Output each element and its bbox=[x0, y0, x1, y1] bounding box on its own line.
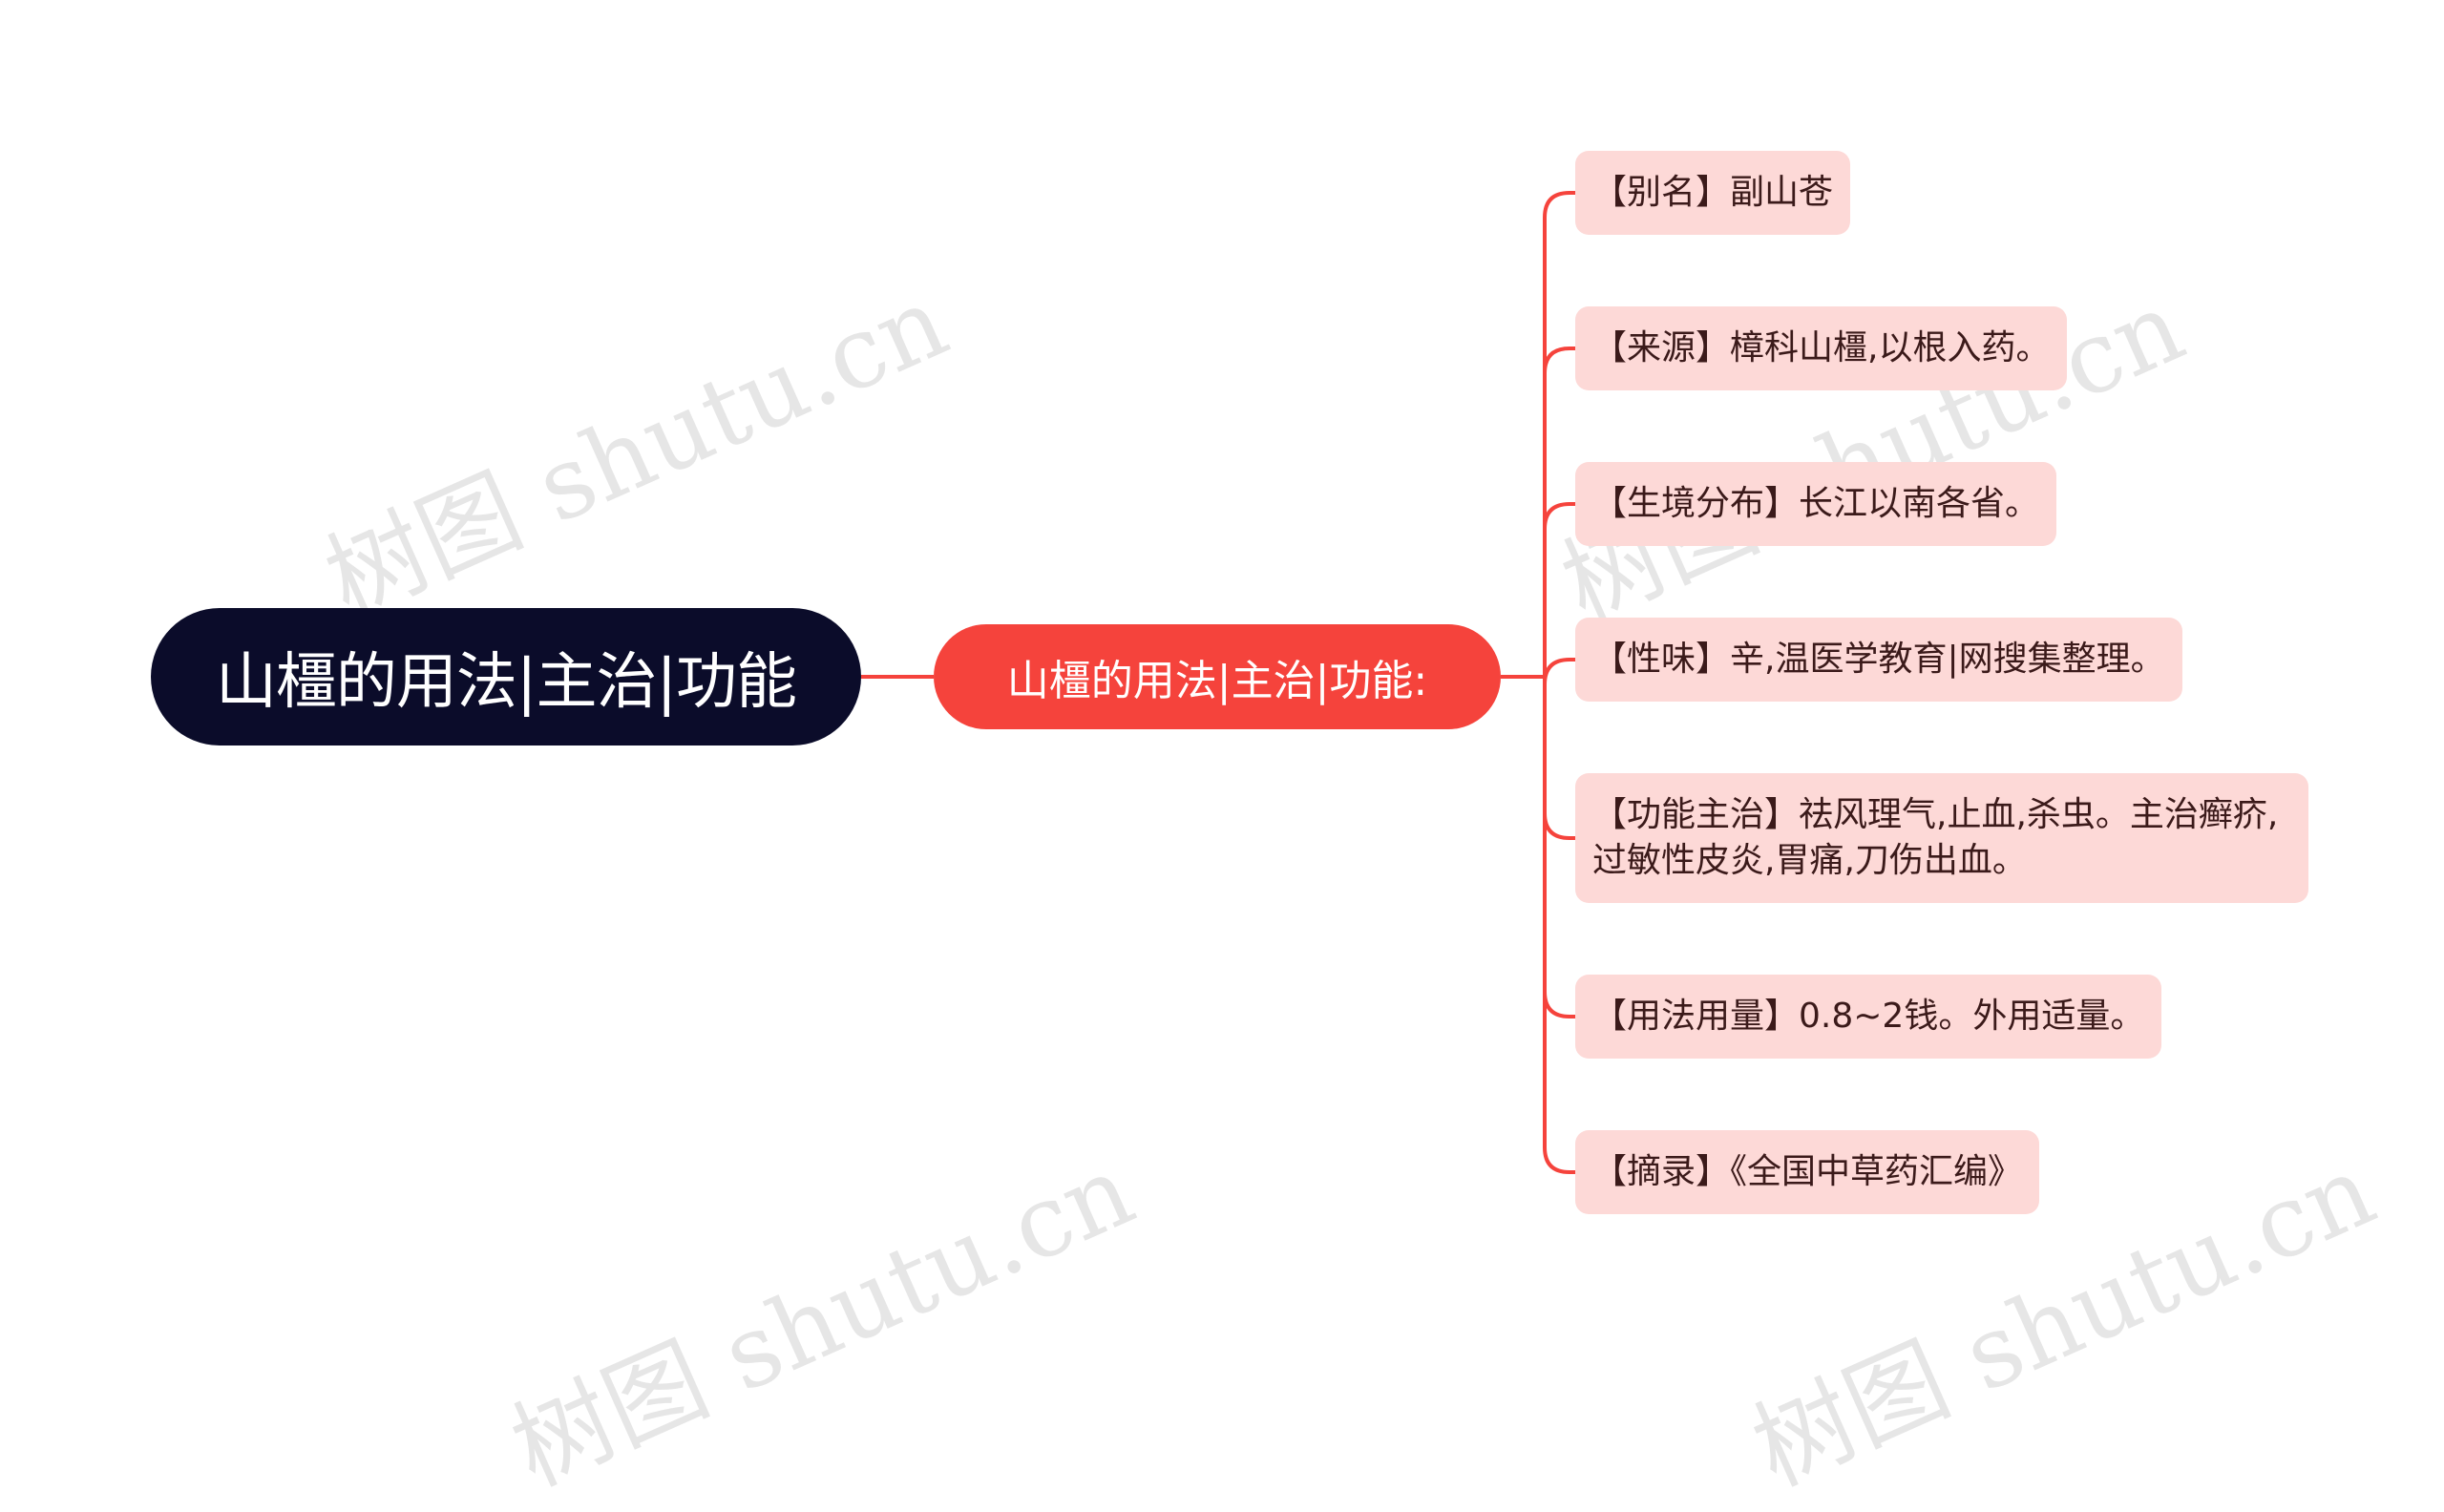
leaf-topic-habitat[interactable]: 【生境分布】长江以南各省。 bbox=[1575, 462, 2057, 546]
connector-lines bbox=[861, 191, 1575, 1174]
leaf-connector-3 bbox=[1543, 658, 1575, 685]
root-topic[interactable]: 山橿的用法|主治|功能 bbox=[151, 608, 861, 746]
mind-map-canvas: 树图 shutu.cn 树图 shutu.cn 树图 shutu.cn 树图 s… bbox=[151, 151, 2391, 1508]
leaf-connector-4 bbox=[1543, 677, 1575, 840]
leaf-connector-2 bbox=[1543, 502, 1575, 677]
leaf-topic-taste[interactable]: 【性味】辛,温医学教育|网搜集整理。 bbox=[1575, 618, 2182, 702]
leaf-connector-1 bbox=[1543, 346, 1575, 677]
leaf-topic-source[interactable]: 【来源】樟科山橿,以根入药。 bbox=[1575, 306, 2068, 390]
leaf-topic-dosage[interactable]: 【用法用量】0.8~2钱。外用适量。 bbox=[1575, 975, 2162, 1059]
leaf-connectors bbox=[1501, 191, 1575, 1174]
branch-topic[interactable]: 山橿的用法|主治|功能: bbox=[934, 624, 1501, 729]
leaf-topic-excerpt[interactable]: 【摘录】《全国中草药汇编》 bbox=[1575, 1130, 2040, 1214]
leaf-connector-5 bbox=[1543, 677, 1575, 1018]
leaf-connector-0 bbox=[1543, 191, 1575, 677]
leaf-connector-6 bbox=[1543, 677, 1575, 1174]
leaf-topic-alias[interactable]: 【别名】副山苍 bbox=[1575, 151, 1851, 235]
leaf-topic-indications[interactable]: 【功能主治】祛风理气,止血,杀虫。主治癣疥,过敏性皮炎,胃痛,刀伤出血。 bbox=[1575, 773, 2308, 903]
